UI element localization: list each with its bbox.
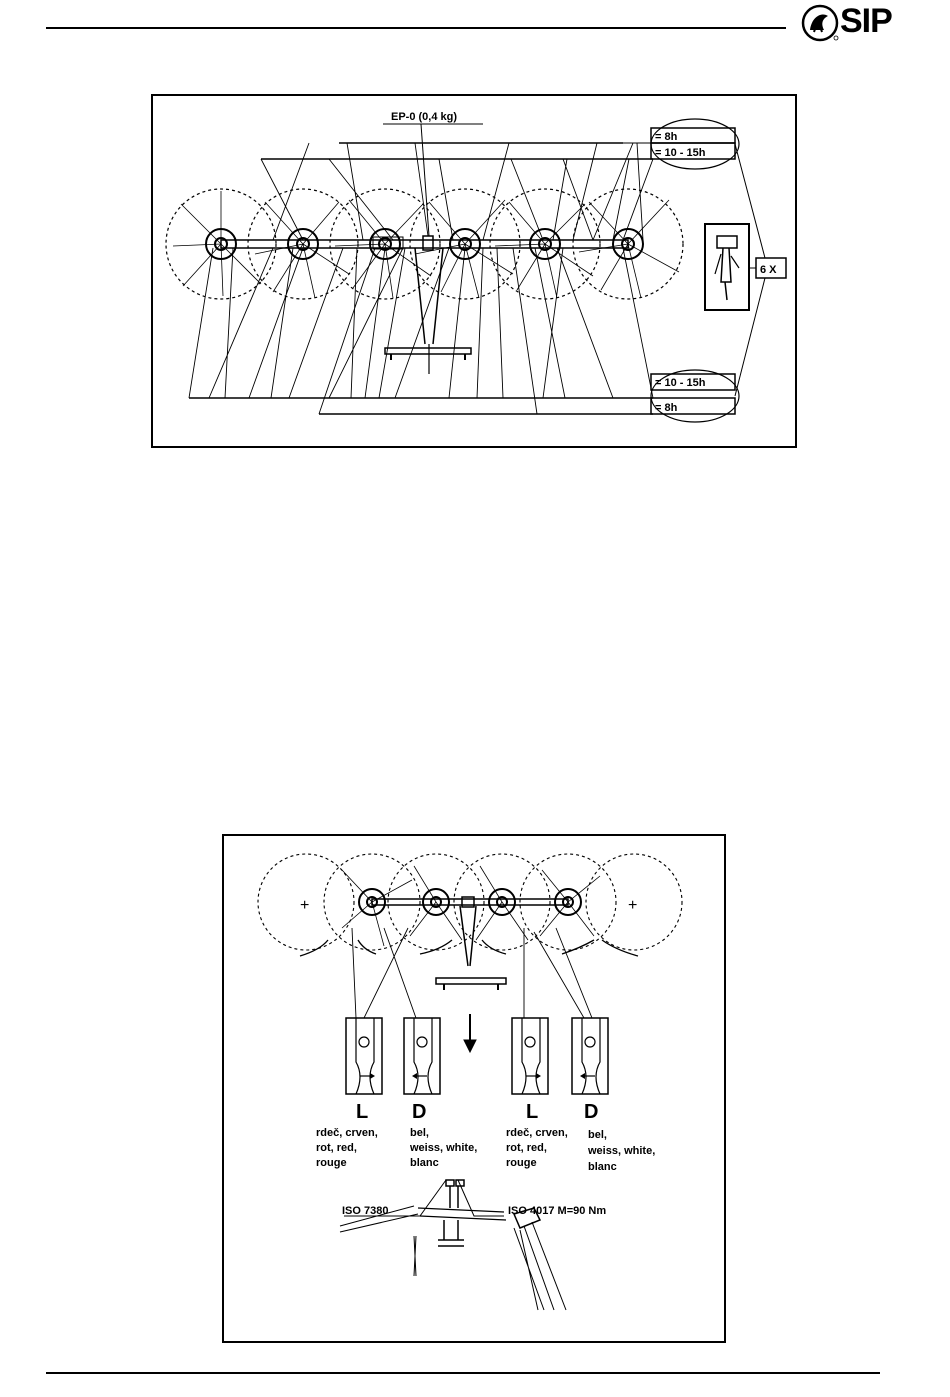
grease-type-label: EP-0 (0,4 kg) xyxy=(391,111,457,123)
interval-bottom-2: = 8h xyxy=(655,402,678,414)
lubrication-diagram-drawing: EP-0 (0,4 kg) = 8h = 10 - 15h = 10 - 15h… xyxy=(153,96,795,446)
interval-top-1: = 8h xyxy=(655,131,678,143)
tine-text-line: rdeč, crven, xyxy=(506,1127,568,1139)
tine-letter: L xyxy=(356,1101,368,1123)
tine-text-line: blanc xyxy=(410,1157,439,1169)
tine-mounting-diagram: + + L rdeč, crven, rot, red, rouge D bel… xyxy=(222,834,726,1343)
footer-rule xyxy=(46,1372,880,1374)
tine-letter: L xyxy=(526,1101,538,1123)
sip-logo-text: SIP xyxy=(840,2,892,41)
tine-text-line: rot, red, xyxy=(316,1142,357,1154)
tine-group-3: L rdeč, crven, rot, red, rouge xyxy=(506,1101,568,1169)
tine-letter: D xyxy=(412,1101,426,1123)
tine-letter: D xyxy=(584,1101,598,1123)
tine-group-2: D bel, weiss, white, blanc xyxy=(409,1101,477,1169)
tine-text-line: bel, xyxy=(588,1129,607,1141)
tine-text-line: weiss, white, xyxy=(409,1142,477,1154)
tine-text-line: rouge xyxy=(316,1157,347,1169)
wheel-plus-left: + xyxy=(300,897,309,914)
iso-4017-label: ISO 4017 M=90 Nm xyxy=(508,1205,606,1217)
tine-mounting-drawing: + + L rdeč, crven, rot, red, rouge D bel… xyxy=(224,836,724,1341)
tine-group-1: L rdeč, crven, rot, red, rouge xyxy=(316,1101,378,1169)
interval-bottom-1: = 10 - 15h xyxy=(655,377,706,389)
tine-text-line: blanc xyxy=(588,1161,617,1173)
iso-7380-label: ISO 7380 xyxy=(342,1205,388,1217)
interval-top-2: = 10 - 15h xyxy=(655,147,706,159)
tine-group-4: D bel, weiss, white, blanc xyxy=(584,1101,655,1173)
tine-text-line: rdeč, crven, xyxy=(316,1127,378,1139)
tine-text-line: rot, red, xyxy=(506,1142,547,1154)
header-rule xyxy=(46,27,786,29)
tine-text-line: weiss, white, xyxy=(587,1145,655,1157)
lubrication-diagram: EP-0 (0,4 kg) = 8h = 10 - 15h = 10 - 15h… xyxy=(151,94,797,448)
wheel-plus-right: + xyxy=(628,897,637,914)
tine-text-line: rouge xyxy=(506,1157,537,1169)
tine-text-line: bel, xyxy=(410,1127,429,1139)
count-label: 6 X xyxy=(760,264,777,276)
